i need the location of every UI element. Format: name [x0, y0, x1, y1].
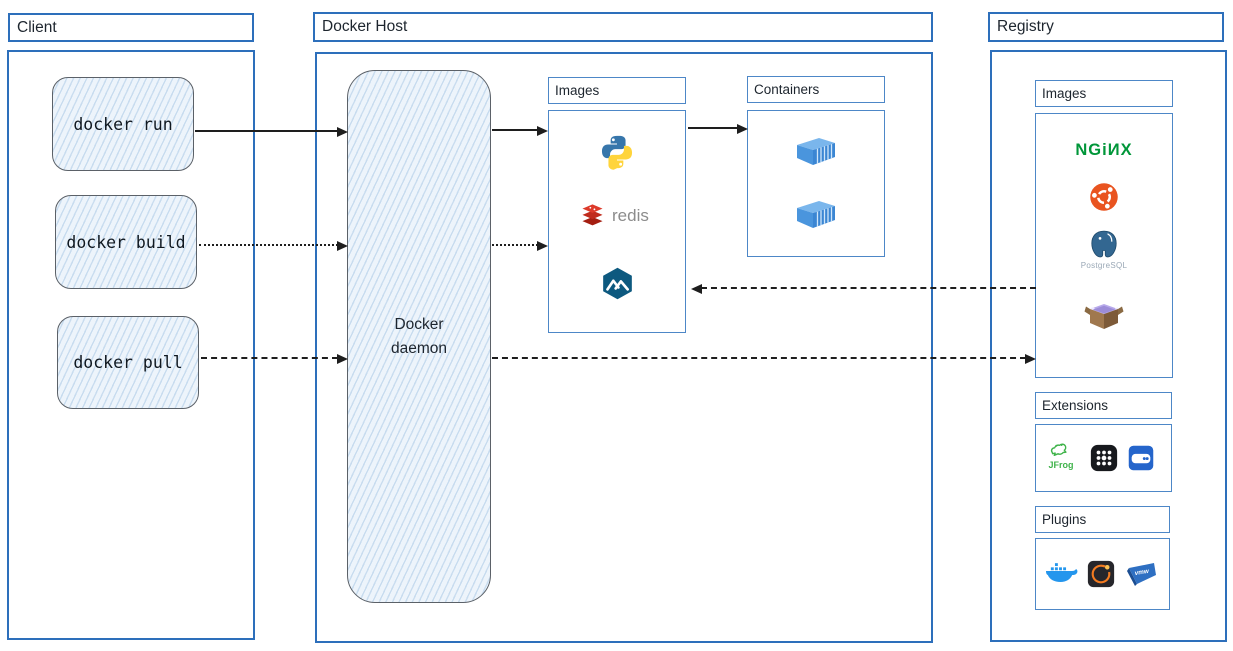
docker-daemon-box: Docker daemon	[347, 70, 491, 603]
client-panel	[7, 50, 255, 640]
docker-host-title-box: Docker Host	[313, 12, 933, 42]
docker-build-box: docker build	[55, 195, 197, 289]
drive-icon	[1127, 444, 1155, 472]
arrowhead-left	[691, 284, 702, 295]
jfrog-icon: JFrog	[1048, 439, 1074, 470]
arrow-images-to-containers	[688, 124, 748, 135]
busybox-icon	[1082, 299, 1126, 331]
docker-host-panel	[315, 52, 933, 643]
host-images-label: Images	[555, 83, 600, 98]
arrowhead-right	[737, 124, 748, 135]
redis-row: redis	[578, 201, 649, 230]
arrow-registry-to-host-images	[691, 284, 1036, 295]
client-title: Client	[17, 18, 57, 36]
docker-run-label: docker run	[73, 114, 173, 134]
docker-run-box: docker run	[52, 77, 194, 171]
docker-build-label: docker build	[66, 232, 186, 252]
postgresql-label: PostgreSQL	[1080, 261, 1128, 270]
arrow-build-to-daemon	[199, 241, 348, 252]
vmware-label: vmw	[1134, 568, 1150, 577]
registry-images-label-box: Images	[1035, 80, 1173, 107]
docker-whale-icon	[1044, 561, 1078, 587]
container-icon	[794, 135, 838, 167]
arrow-daemon-to-images-dotted	[492, 241, 548, 252]
plugins-label-box: Plugins	[1035, 506, 1170, 533]
arrow-pull-to-daemon	[201, 354, 348, 365]
registry-panel	[990, 50, 1227, 642]
docker-pull-box: docker pull	[57, 316, 199, 409]
vmware-icon: vmw	[1124, 559, 1160, 587]
arrow-run-to-daemon	[195, 127, 348, 138]
client-title-box: Client	[8, 13, 254, 42]
arrowhead-right	[337, 241, 348, 252]
jfrog-label: JFrog	[1048, 460, 1074, 470]
apps-grid-icon	[1089, 443, 1119, 473]
docker-daemon-label: Docker daemon	[390, 316, 447, 357]
alpine-icon	[599, 265, 636, 302]
docker-pull-label: docker pull	[73, 353, 183, 372]
extensions-label-box: Extensions	[1035, 392, 1172, 419]
container-icon	[794, 198, 838, 230]
containers-label: Containers	[754, 82, 820, 97]
redis-icon	[578, 201, 607, 230]
registry-images-label: Images	[1042, 86, 1087, 101]
arrow-daemon-to-registry	[492, 354, 1036, 365]
arrowhead-right	[337, 354, 348, 365]
postgresql-icon	[1087, 228, 1121, 262]
extensions-label: Extensions	[1042, 398, 1109, 413]
plugins-label: Plugins	[1042, 512, 1087, 527]
arrowhead-right	[1025, 354, 1036, 365]
docker-host-title: Docker Host	[322, 18, 408, 35]
arrowhead-right	[537, 241, 548, 252]
arrowhead-right	[537, 126, 548, 137]
containers-box	[747, 110, 885, 257]
host-images-label-box: Images	[548, 77, 686, 104]
python-icon	[598, 133, 636, 171]
arrowhead-right	[337, 127, 348, 138]
nginx-logo: NGiИX	[1075, 141, 1133, 159]
arrow-daemon-to-images-solid	[492, 126, 548, 137]
registry-title: Registry	[997, 18, 1054, 35]
containers-label-box: Containers	[747, 76, 885, 103]
grafana-icon	[1086, 559, 1116, 589]
ubuntu-icon	[1089, 182, 1119, 212]
redis-label: redis	[612, 205, 649, 225]
registry-title-box: Registry	[988, 12, 1224, 42]
